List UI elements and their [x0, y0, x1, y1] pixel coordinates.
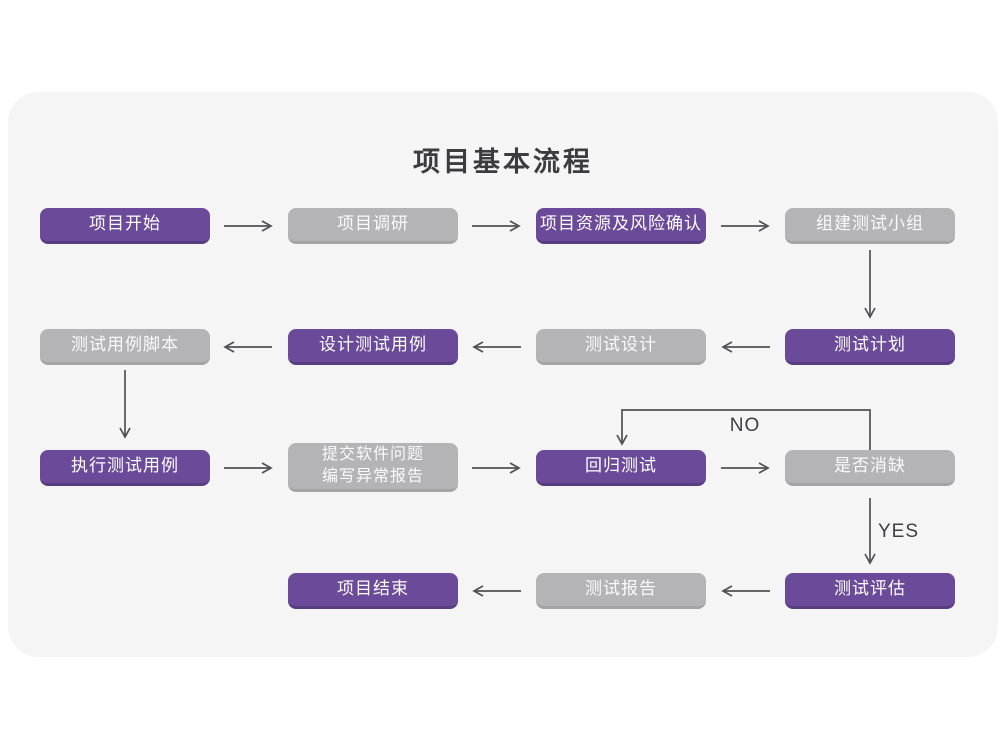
- node-project-start: 项目开始: [40, 208, 210, 244]
- flowchart-card: [8, 92, 998, 657]
- diagram-title: 项目基本流程: [413, 147, 593, 177]
- node-submit-issue-report: 提交软件问题 编写异常报告: [288, 443, 458, 492]
- node-resources-risk-confirm: 项目资源及风险确认: [536, 208, 706, 244]
- node-defect-cleared: 是否消缺: [785, 450, 955, 486]
- node-test-evaluation: 测试评估: [785, 573, 955, 609]
- node-test-report: 测试报告: [536, 573, 706, 609]
- node-regression-test: 回归测试: [536, 450, 706, 486]
- branch-label-no: NO: [729, 415, 761, 436]
- node-test-case-script: 测试用例脚本: [40, 329, 210, 365]
- node-test-plan: 测试计划: [785, 329, 955, 365]
- branch-label-yes: YES: [878, 521, 920, 542]
- node-build-test-team: 组建测试小组: [785, 208, 955, 244]
- node-project-end: 项目结束: [288, 573, 458, 609]
- node-project-research: 项目调研: [288, 208, 458, 244]
- node-design-test-cases: 设计测试用例: [288, 329, 458, 365]
- node-execute-test-cases: 执行测试用例: [40, 450, 210, 486]
- node-test-design: 测试设计: [536, 329, 706, 365]
